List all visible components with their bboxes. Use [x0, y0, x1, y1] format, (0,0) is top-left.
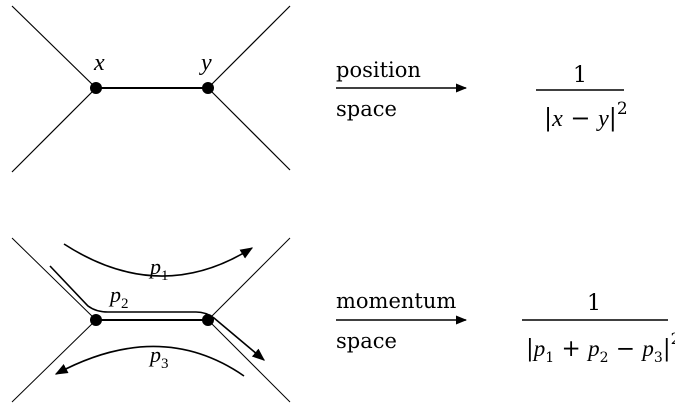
momentum-space-formula: 1 |p1 + p2 − p3|2 — [522, 291, 675, 366]
external-leg-lower-right — [207, 87, 291, 171]
position-space-diagram: x y position space 1 |x − y|2 — [11, 5, 628, 173]
external-leg-lower-left — [11, 319, 97, 403]
exponent: 2 — [671, 329, 675, 348]
momentum-arrow-p3 — [54, 345, 245, 377]
formula-denominator: |x − y|2 — [544, 99, 628, 133]
position-label: position — [336, 58, 421, 82]
var-p3: p — [640, 336, 654, 361]
var-y: y — [596, 106, 609, 132]
vertex-y-label: y — [199, 50, 212, 76]
momentum-arrow-p1 — [63, 243, 254, 277]
minus-sign: − — [563, 104, 598, 132]
abs-bar-close: | — [663, 336, 671, 362]
momentum-p2-label: p2 — [108, 282, 129, 312]
sub-3: 3 — [654, 350, 663, 366]
var-p1: p — [532, 336, 546, 361]
space-label: space — [336, 97, 397, 121]
momentum-p1-label: p1 — [148, 254, 169, 284]
vertex-right — [202, 314, 214, 326]
plus-sign: + — [554, 336, 588, 362]
space-label: space — [336, 329, 397, 353]
abs-bar-close: | — [609, 104, 617, 133]
position-space-formula: 1 |x − y|2 — [536, 63, 628, 133]
external-leg-upper-right — [207, 237, 291, 321]
exponent: 2 — [617, 99, 628, 119]
var-x: x — [551, 106, 563, 132]
vertex-x — [90, 82, 102, 94]
momentum-arrow-p2 — [49, 265, 265, 361]
external-leg-upper-left — [11, 237, 97, 321]
vertex-x-label: x — [93, 50, 105, 76]
external-leg-upper-left — [11, 5, 97, 89]
external-leg-lower-right — [207, 319, 291, 403]
sub-2: 2 — [600, 350, 609, 366]
momentum-label: momentum — [336, 289, 456, 313]
external-leg-lower-left — [11, 87, 97, 173]
minus-sign: − — [609, 336, 643, 362]
abs-bar-open: | — [526, 336, 534, 362]
external-leg-upper-right — [207, 5, 291, 89]
var-p2: p — [586, 336, 600, 361]
momentum-p3-label: p3 — [148, 342, 169, 372]
formula-denominator: |p1 + p2 − p3|2 — [526, 329, 675, 366]
formula-numerator: 1 — [587, 291, 601, 316]
vertex-left — [90, 314, 102, 326]
sub-1: 1 — [545, 350, 554, 366]
momentum-space-diagram: p1 p2 p3 momentum space 1 |p1 + p2 − p3|… — [11, 237, 675, 403]
abs-bar-open: | — [544, 104, 552, 133]
vertex-y — [202, 82, 214, 94]
formula-numerator: 1 — [573, 63, 587, 88]
